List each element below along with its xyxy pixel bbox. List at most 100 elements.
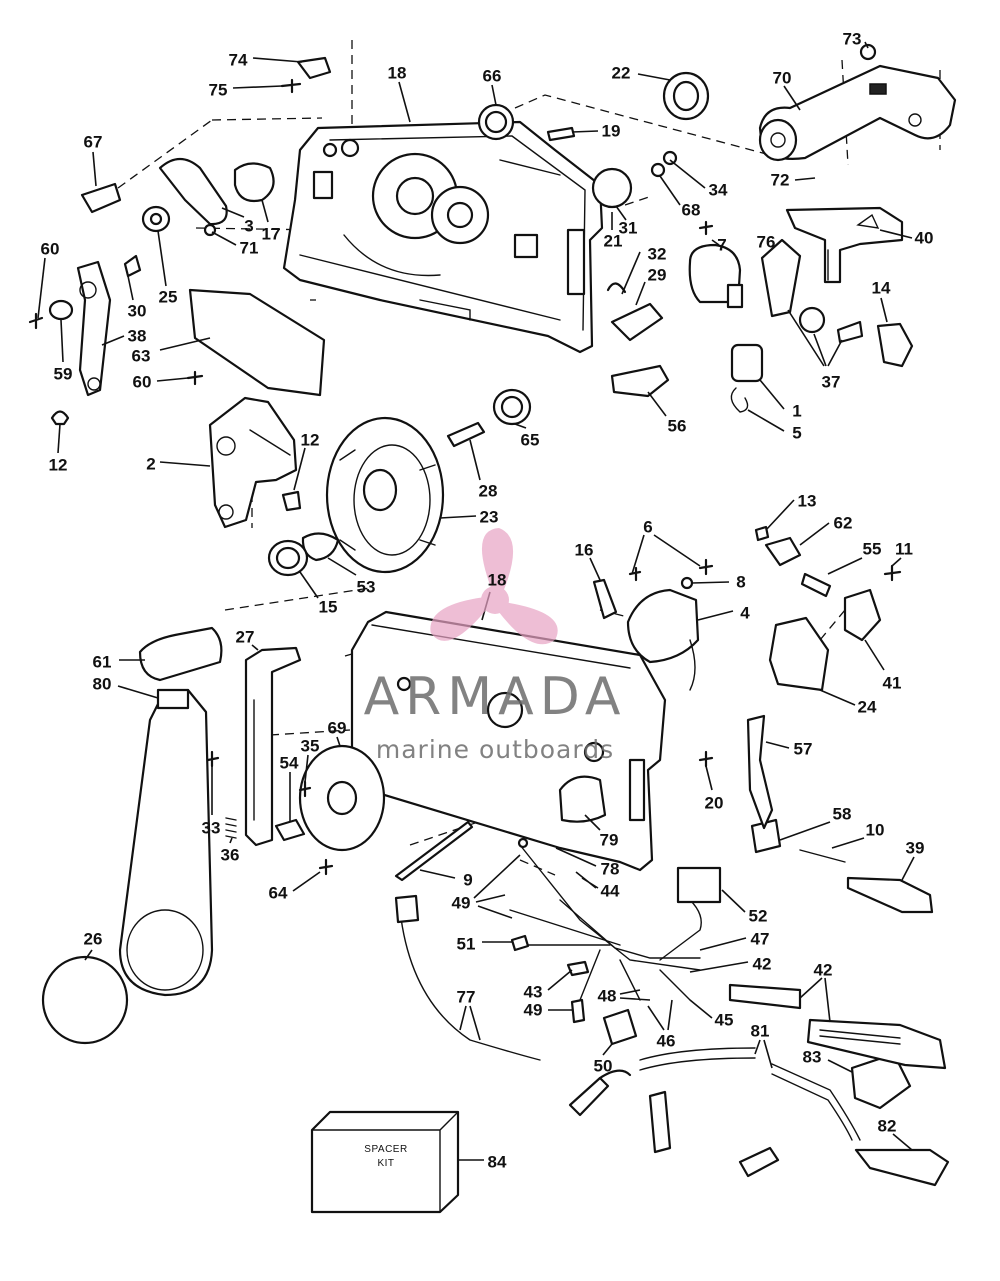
callout-leaders xyxy=(37,41,915,1161)
callout-c75: 75 xyxy=(209,81,228,100)
callout-c58: 58 xyxy=(833,805,852,824)
callout-c41: 41 xyxy=(883,674,902,693)
lower-control-housing xyxy=(350,610,667,872)
callout-c48: 48 xyxy=(598,987,617,1006)
callout-c67: 67 xyxy=(84,133,103,152)
callout-c33: 33 xyxy=(202,819,221,838)
callout-c23: 23 xyxy=(480,508,499,527)
callout-c19: 19 xyxy=(602,122,621,141)
callout-c11: 11 xyxy=(895,540,913,559)
callout-c34: 34 xyxy=(709,181,728,200)
callout-c46: 46 xyxy=(657,1032,676,1051)
wire-harness xyxy=(394,714,950,1187)
callout-c54: 54 xyxy=(280,754,299,773)
callout-c18a: 18 xyxy=(388,64,407,83)
callout-c17: 17 xyxy=(262,225,281,244)
callout-c39: 39 xyxy=(906,839,925,858)
callout-c72: 72 xyxy=(771,171,790,190)
watermark-tagline: marine outboards xyxy=(376,735,614,764)
spacer-kit-box: SPACER KIT xyxy=(310,1110,460,1214)
callout-c62: 62 xyxy=(834,514,853,533)
callout-c80: 80 xyxy=(93,675,112,694)
callout-c55: 55 xyxy=(863,540,882,559)
callout-c44: 44 xyxy=(601,882,620,901)
callout-c24: 24 xyxy=(858,698,877,717)
gear-23 xyxy=(325,416,445,574)
callout-c13: 13 xyxy=(798,492,817,511)
callout-c43: 43 xyxy=(524,983,543,1002)
callout-c1: 1 xyxy=(792,402,801,421)
callout-c61: 61 xyxy=(93,653,112,672)
callout-c27: 27 xyxy=(236,628,255,647)
callout-c47: 47 xyxy=(751,930,770,949)
callout-c4: 4 xyxy=(740,604,750,623)
propeller-logo xyxy=(423,528,564,652)
callout-c56: 56 xyxy=(668,417,687,436)
callout-c29: 29 xyxy=(648,266,667,285)
callout-c31: 31 xyxy=(619,219,638,238)
callout-c71: 71 xyxy=(240,239,259,258)
callout-c16: 16 xyxy=(575,541,594,560)
callout-c60b: 60 xyxy=(133,373,152,392)
callout-c70: 70 xyxy=(773,69,792,88)
callout-c32: 32 xyxy=(648,245,667,264)
callout-c38: 38 xyxy=(128,327,147,346)
callout-c42b: 42 xyxy=(814,961,833,980)
callout-c8: 8 xyxy=(736,573,745,592)
callout-c49a: 49 xyxy=(452,894,471,913)
bracket-40 xyxy=(785,206,904,284)
upper-control-housing xyxy=(282,120,604,354)
callout-c51: 51 xyxy=(457,935,476,954)
callout-c12a: 12 xyxy=(301,431,320,450)
callout-c59: 59 xyxy=(54,365,73,384)
callout-c14: 14 xyxy=(872,279,891,298)
callout-c40: 40 xyxy=(915,229,934,248)
callout-c10: 10 xyxy=(866,821,885,840)
callout-c82: 82 xyxy=(878,1117,897,1136)
callout-c42a: 42 xyxy=(753,955,772,974)
callout-c78: 78 xyxy=(601,860,620,879)
watermark-brand: ARMADA xyxy=(364,667,627,727)
upper-small-parts xyxy=(28,56,914,426)
callout-c73: 73 xyxy=(843,30,862,49)
callout-c6: 6 xyxy=(643,518,652,537)
callout-c68: 68 xyxy=(682,201,701,220)
callout-c69: 69 xyxy=(328,719,347,738)
callout-c25: 25 xyxy=(159,288,178,307)
callout-c60a: 60 xyxy=(41,240,60,259)
callout-c53: 53 xyxy=(357,578,376,597)
callout-c35: 35 xyxy=(301,737,320,756)
callout-c3: 3 xyxy=(244,217,253,236)
callout-c81: 81 xyxy=(751,1022,770,1041)
spacer-kit-label-line2: KIT xyxy=(377,1158,394,1169)
callout-c49b: 49 xyxy=(524,1001,543,1020)
throttle-arm xyxy=(758,43,957,162)
callout-c57: 57 xyxy=(794,740,813,759)
callout-c15: 15 xyxy=(319,598,338,617)
callout-c28: 28 xyxy=(479,482,498,501)
callout-c18b: 18 xyxy=(488,571,507,590)
callout-c21: 21 xyxy=(604,232,623,251)
spacer-kit-label-line1: SPACER xyxy=(364,1144,407,1155)
callout-c2: 2 xyxy=(146,455,155,474)
callout-c63: 63 xyxy=(132,347,151,366)
lower-left-parts xyxy=(206,646,474,882)
callout-c74: 74 xyxy=(229,51,248,70)
callout-c52: 52 xyxy=(749,907,768,926)
callout-c83: 83 xyxy=(803,1048,822,1067)
callout-c5: 5 xyxy=(792,424,801,443)
callout-c45: 45 xyxy=(715,1011,734,1030)
callout-c20: 20 xyxy=(705,794,724,813)
assembly-dashed-lines xyxy=(117,40,941,876)
callout-c30: 30 xyxy=(128,302,147,321)
callout-c77: 77 xyxy=(457,988,476,1007)
callout-c84: 84 xyxy=(488,1153,507,1172)
control-handle-80 xyxy=(41,626,223,1045)
callout-c64: 64 xyxy=(269,884,288,903)
callout-c37: 37 xyxy=(822,373,841,392)
throttle-cam-2 xyxy=(208,396,302,529)
callout-c36: 36 xyxy=(221,846,240,865)
armada-watermark: ARMADA marine outboards xyxy=(364,528,627,764)
